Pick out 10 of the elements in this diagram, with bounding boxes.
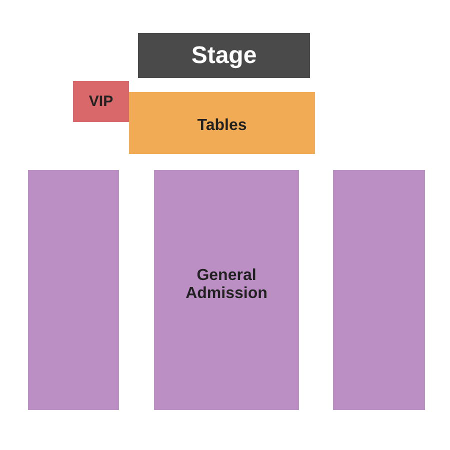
section-label: Stage (191, 42, 257, 70)
stage-block (138, 33, 310, 78)
vip-section (73, 81, 129, 122)
seating-section (28, 170, 119, 410)
seating-section (333, 170, 425, 410)
seating-section (154, 170, 299, 410)
section-label: VIP (88, 92, 114, 110)
section-label: General Admission (184, 266, 268, 304)
section-label: Tables (197, 116, 247, 136)
tables-section (129, 92, 315, 154)
